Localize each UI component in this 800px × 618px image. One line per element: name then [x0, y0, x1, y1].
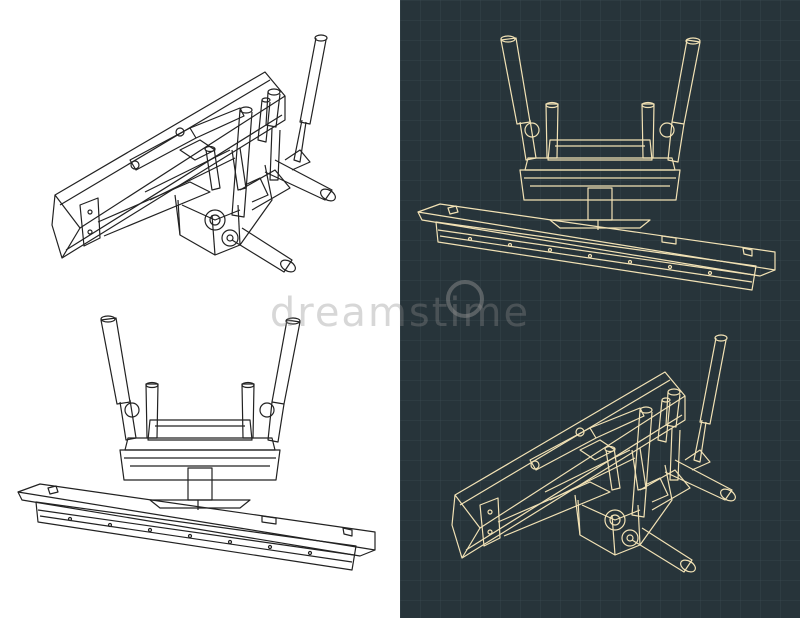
dark-panel-grid [400, 0, 800, 618]
isometric-view-light [51, 34, 339, 275]
front-view-light [17, 315, 376, 571]
